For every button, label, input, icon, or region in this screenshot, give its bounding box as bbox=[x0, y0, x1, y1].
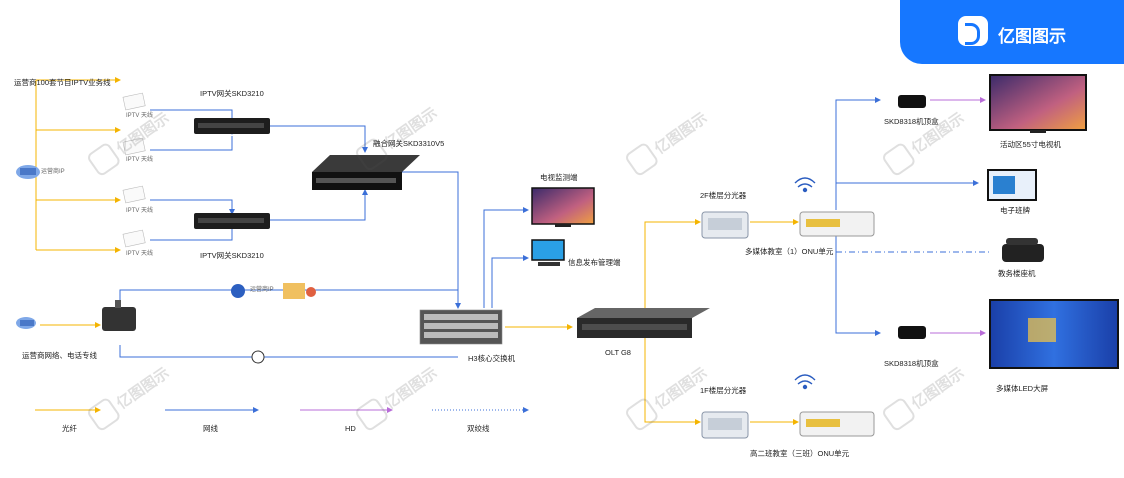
stb-top-label: SKD8318机顶盒 bbox=[884, 117, 939, 126]
router-top-label: 运营商IP bbox=[41, 169, 65, 175]
info-publish-label: 信息发布管理端 bbox=[568, 258, 621, 267]
aggregator-label: 融合网关SKD3310V5 bbox=[373, 139, 445, 148]
brand-header: 亿图图示 bbox=[900, 0, 1124, 64]
tv-monitor-label: 电视监测端 bbox=[540, 173, 578, 182]
router-small-label: 运营商IP bbox=[250, 287, 274, 293]
modem-device bbox=[102, 300, 136, 331]
desk-phone-device bbox=[1002, 238, 1044, 262]
led-screen-label: 多媒体LED大屏 bbox=[996, 384, 1049, 393]
aggregation-gateway-device bbox=[312, 155, 420, 190]
dotted-links bbox=[120, 251, 990, 291]
legend-twisted-pair: 双绞线 bbox=[467, 424, 490, 433]
brand-name: 亿图图示 bbox=[998, 27, 1066, 46]
splitter-2f-device bbox=[701, 211, 749, 239]
iptv-antenna-label: IPTV 天线 bbox=[126, 251, 154, 257]
phone-line-icon bbox=[251, 350, 265, 364]
splitter-2f-label: 2F楼层分光器 bbox=[700, 191, 747, 200]
stb-bottom-device bbox=[898, 326, 926, 339]
tv-55-label: 活动区55寸电视机 bbox=[1000, 140, 1061, 149]
isp-network-label: 运营商网络、电话专线 bbox=[22, 351, 97, 360]
gateway-bottom-label: IPTV网关SKD3210 bbox=[200, 251, 264, 260]
led-screen-device bbox=[989, 299, 1119, 369]
hd-links bbox=[930, 97, 986, 336]
globe-icon bbox=[231, 284, 245, 298]
isp-router-icon bbox=[16, 165, 40, 179]
core-switch-device bbox=[419, 309, 503, 345]
fiber-links-left bbox=[35, 77, 799, 425]
stb-top-device bbox=[898, 95, 926, 108]
e-board-label: 电子班牌 bbox=[1000, 206, 1030, 215]
splitter-1f-device bbox=[701, 411, 749, 439]
gateway-top-label: IPTV网关SKD3210 bbox=[200, 89, 264, 98]
onu-1f-device bbox=[799, 411, 875, 437]
tv-monitor-device bbox=[531, 187, 595, 227]
edraw-logo-icon bbox=[958, 16, 988, 46]
wifi-icon-1f bbox=[794, 374, 816, 390]
phone-label: 教务楼座机 bbox=[998, 269, 1036, 278]
stb-bottom-label: SKD8318机顶盒 bbox=[884, 359, 939, 368]
iptv-gateway-top-device bbox=[194, 118, 270, 134]
tv-55-device bbox=[989, 74, 1087, 133]
firewall-icon bbox=[283, 283, 316, 299]
iptv-antenna-label: IPTV 天线 bbox=[126, 113, 154, 119]
legend-hd: HD bbox=[345, 424, 356, 433]
onu-2f-device bbox=[799, 211, 875, 237]
onu-2f-label: 多媒体教室（1）ONU单元 bbox=[745, 247, 834, 256]
splitter-1f-label: 1F楼层分光器 bbox=[700, 386, 747, 395]
isp-router-2-icon bbox=[16, 317, 36, 329]
iptv-antenna-label: IPTV 天线 bbox=[126, 157, 154, 163]
e-board-device bbox=[987, 169, 1037, 201]
info-publish-pc-device bbox=[531, 239, 565, 266]
legend-network: 网线 bbox=[203, 424, 218, 433]
olt-label: OLT G8 bbox=[605, 348, 631, 357]
core-switch-label: H3核心交换机 bbox=[468, 354, 516, 363]
onu-1f-label: 高二班教室（三班）ONU单元 bbox=[750, 449, 850, 458]
iptv-antenna-icons bbox=[122, 92, 146, 248]
iptv-line-label: 运营商100套节目IPTV业务线 bbox=[14, 78, 111, 87]
iptv-antenna-label: IPTV 天线 bbox=[126, 208, 154, 214]
olt-device bbox=[577, 308, 710, 338]
wifi-icon-2f bbox=[794, 177, 816, 193]
iptv-gateway-bottom-device bbox=[194, 213, 270, 229]
legend-fiber: 光纤 bbox=[62, 424, 77, 433]
